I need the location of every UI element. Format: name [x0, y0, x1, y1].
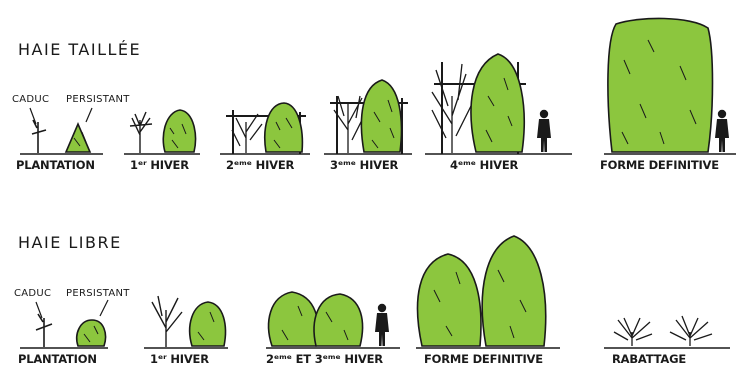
trimmed-stage-winter2: 2ᵉᵐᵉ HIVER — [226, 160, 294, 172]
trimmed-stage-plantation: PLANTATION — [16, 160, 95, 172]
trimmed-winter3-plants — [330, 80, 408, 154]
trimmed-stage-final: FORME DEFINITIVE — [600, 160, 719, 172]
trimmed-winter2-plants — [226, 103, 306, 154]
trimmed-stage-winter3: 3ᵉᵐᵉ HIVER — [330, 160, 398, 172]
free-legend-deciduous: CADUC — [14, 289, 51, 299]
trimmed-hedge-title: HAIE TAILLÉE — [18, 42, 141, 58]
trimmed-stage-winter4: 4ᵉᵐᵉ HIVER — [450, 160, 518, 172]
free-winter2-3-plants — [269, 292, 389, 346]
free-stage-coppice: RABATTAGE — [612, 354, 686, 366]
free-winter1-plants — [152, 296, 225, 347]
trimmed-stage-winter1: 1ᵉʳ HIVER — [130, 160, 189, 172]
trimmed-legend-evergreen: PERSISTANT — [66, 95, 130, 105]
trimmed-plantation-plants — [30, 108, 92, 153]
free-hedge-title: HAIE LIBRE — [18, 235, 122, 251]
trimmed-winter1-plants — [130, 110, 195, 153]
free-stage-final: FORME DEFINITIVE — [424, 354, 543, 366]
free-stage-winter1: 1ᵉʳ HIVER — [150, 354, 209, 366]
free-plantation-plants — [36, 300, 108, 347]
free-stage-winter2-3: 2ᵉᵐᵉ ET 3ᵉᵐᵉ HIVER — [266, 354, 383, 366]
trimmed-legend-deciduous: CADUC — [12, 95, 49, 105]
trimmed-winter4-plants — [432, 54, 551, 154]
free-final-plants — [418, 236, 546, 346]
trimmed-final-plants — [608, 18, 729, 152]
free-coppice-plants — [614, 316, 712, 346]
free-legend-evergreen: PERSISTANT — [66, 289, 130, 299]
free-stage-plantation: PLANTATION — [18, 354, 97, 366]
